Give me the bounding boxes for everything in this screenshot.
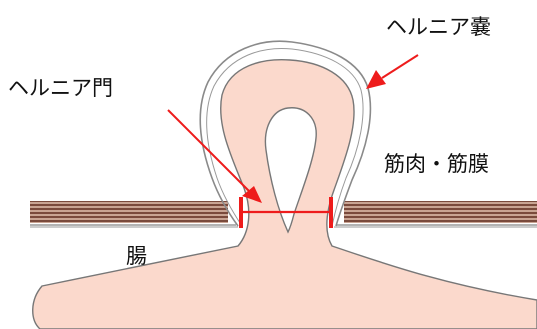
arrow-hernia-sac: [366, 55, 418, 89]
muscle-fascia-label: 筋肉・筋膜: [384, 154, 489, 175]
hernia-sac-label: ヘルニア嚢: [386, 17, 491, 38]
hernia-orifice-label: ヘルニア門: [8, 78, 113, 99]
muscle-layer-right: [334, 201, 537, 227]
intestine-label: 腸: [126, 246, 147, 267]
muscle-layer-left: [30, 201, 238, 227]
